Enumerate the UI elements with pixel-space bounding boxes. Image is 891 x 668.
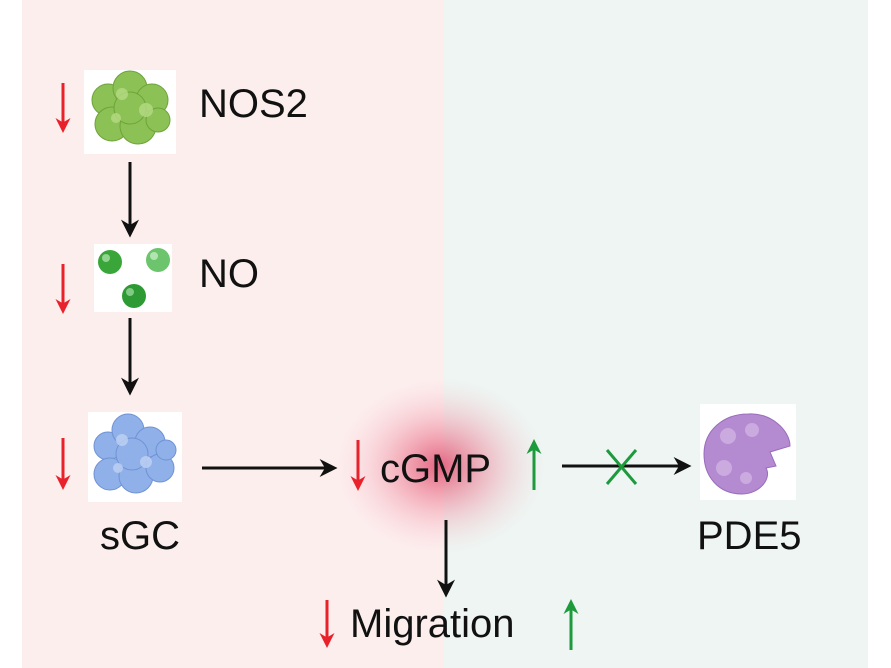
migration-label: Migration <box>350 602 515 646</box>
no-label: NO <box>199 252 259 296</box>
right-panel-background <box>444 0 868 668</box>
no-molecule-icon <box>94 244 172 312</box>
nos2-label: NOS2 <box>199 82 308 126</box>
cgmp-glow <box>335 378 545 554</box>
pde5-protein-icon <box>700 404 796 500</box>
pde5-label: PDE5 <box>697 514 802 558</box>
inhibition-x-mark <box>605 449 638 485</box>
sgc-label: sGC <box>100 514 180 558</box>
nos2-protein-icon <box>84 70 176 154</box>
cgmp-label: cGMP <box>380 447 492 491</box>
sgc-protein-icon <box>88 412 182 502</box>
